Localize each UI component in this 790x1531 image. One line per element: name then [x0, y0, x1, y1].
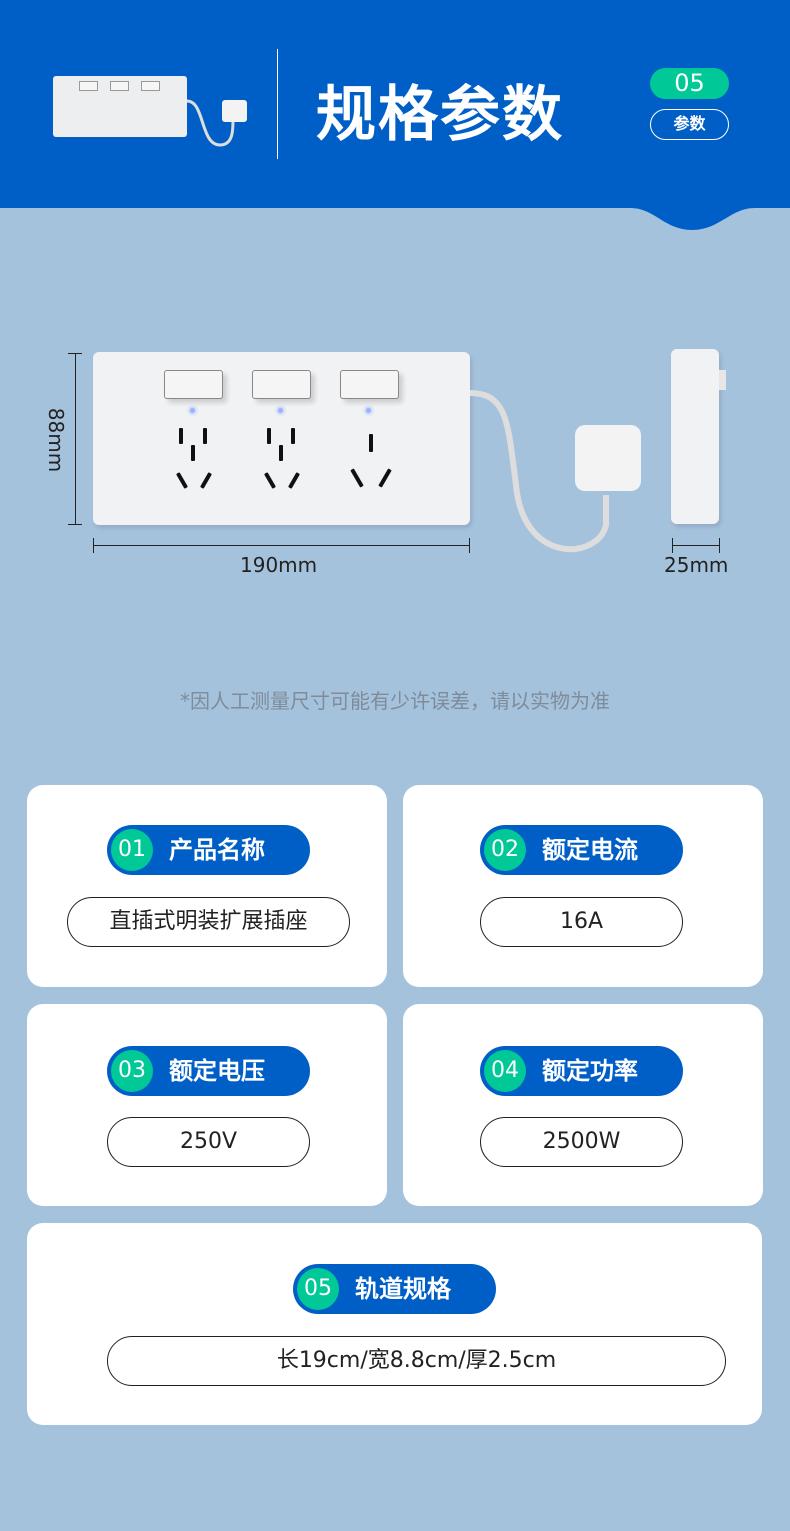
switch	[340, 370, 399, 399]
spec-value: 2500W	[480, 1117, 683, 1167]
spec-label: 轨道规格	[355, 1275, 451, 1303]
spec-number: 01	[111, 829, 153, 871]
switch	[164, 370, 223, 399]
spec-card-name: 01 产品名称 直插式明装扩展插座	[27, 785, 387, 987]
spec-value: 长19cm/宽8.8cm/厚2.5cm	[107, 1336, 726, 1386]
power-strip-side	[671, 349, 719, 524]
section-number-badge: 05	[650, 68, 729, 99]
product-thumbnail	[53, 76, 187, 137]
switch	[252, 370, 311, 399]
spec-label: 额定电压	[169, 1057, 265, 1085]
spec-value: 250V	[107, 1117, 310, 1167]
spec-label: 产品名称	[169, 836, 265, 864]
header-divider	[277, 49, 278, 159]
width-label: 190mm	[240, 553, 318, 577]
power-strip-front	[93, 352, 470, 525]
spec-number: 03	[111, 1050, 153, 1092]
measurement-note: *因人工测量尺寸可能有少许误差，请以实物为准	[180, 689, 610, 713]
spec-number: 05	[297, 1268, 339, 1310]
spec-value: 直插式明装扩展插座	[67, 897, 350, 947]
thumbnail-cable	[186, 99, 247, 147]
page-title: 规格参数	[316, 80, 564, 150]
spec-number: 02	[484, 829, 526, 871]
spec-label: 额定功率	[542, 1057, 638, 1085]
depth-label: 25mm	[664, 553, 729, 577]
spec-card-power: 04 额定功率 2500W	[403, 1004, 763, 1206]
spec-card-size: 05 轨道规格 长19cm/宽8.8cm/厚2.5cm	[27, 1223, 762, 1425]
power-cable	[469, 390, 641, 553]
spec-card-voltage: 03 额定电压 250V	[27, 1004, 387, 1206]
header-notch	[600, 200, 790, 230]
spec-card-current: 02 额定电流 16A	[403, 785, 763, 987]
spec-number: 04	[484, 1050, 526, 1092]
spec-value: 16A	[480, 897, 683, 947]
height-label: 88mm	[44, 407, 69, 473]
section-label-badge: 参数	[650, 109, 729, 140]
spec-label: 额定电流	[542, 836, 638, 864]
